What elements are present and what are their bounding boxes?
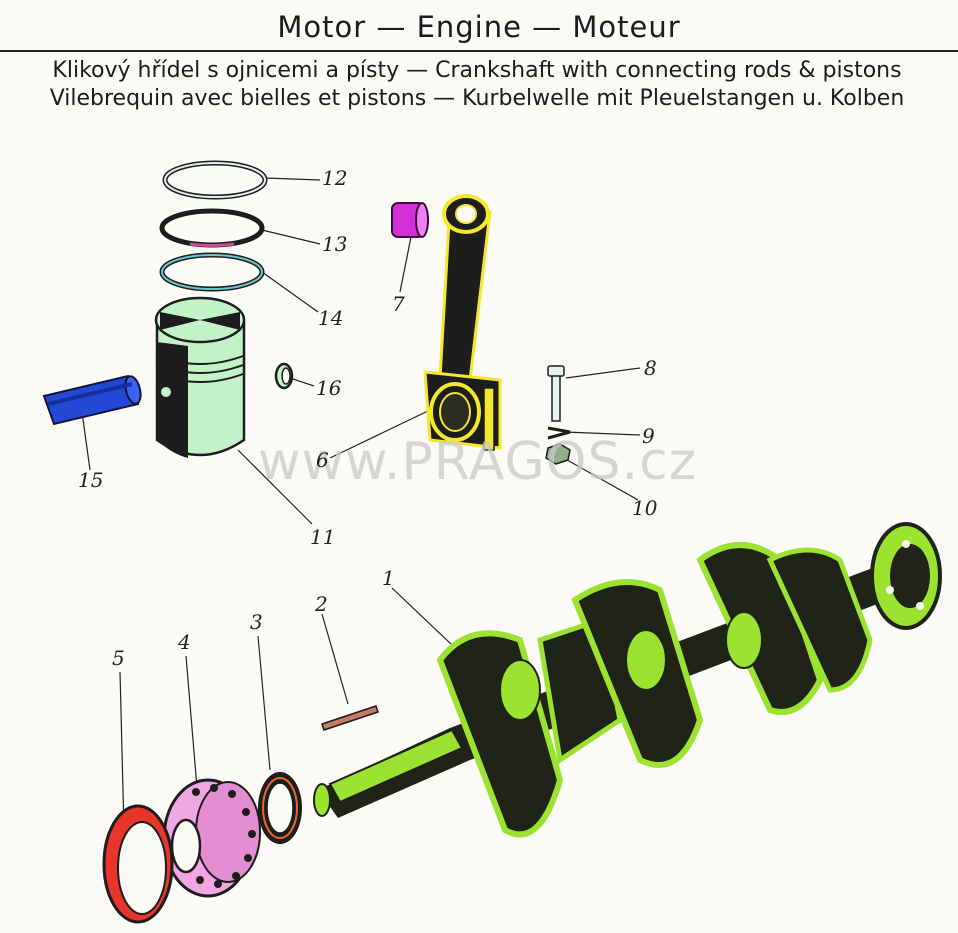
- circlip-16: [274, 362, 294, 390]
- crankshaft-1: [313, 522, 942, 838]
- lock-washer-9: [547, 426, 571, 440]
- callout-1: 1: [382, 566, 395, 590]
- header-bar: Motor — Engine — Moteur: [0, 0, 958, 52]
- callout-6: 6: [316, 448, 329, 472]
- washer-5: [102, 804, 174, 924]
- leader-10: [559, 455, 639, 501]
- leader-2: [321, 613, 349, 705]
- leader-12: [264, 177, 321, 181]
- watermark-text: www.PRAGOS.cz: [258, 432, 698, 492]
- leader-lines: [81, 177, 641, 831]
- piston-ring-14: [159, 252, 265, 292]
- callout-15: 15: [78, 468, 104, 492]
- leader-8: [565, 367, 641, 379]
- callout-11: 11: [310, 525, 336, 549]
- callout-16: 16: [316, 376, 342, 400]
- subtitle-line-1: Klikový hřídel s ojnicemi a písty — Cran…: [52, 58, 902, 83]
- piston-11: [154, 296, 246, 458]
- callout-2: 2: [315, 592, 328, 616]
- callout-13: 13: [322, 232, 348, 256]
- piston-ring-13: [159, 208, 265, 248]
- bushing-7: [391, 202, 429, 238]
- callout-14: 14: [318, 306, 344, 330]
- leader-6: [329, 409, 431, 459]
- leader-7: [399, 231, 413, 293]
- piston-ring-12: [162, 160, 268, 200]
- thrust-ring-3: [258, 772, 302, 844]
- wrist-pin-15: [42, 374, 142, 426]
- leader-14: [261, 271, 319, 313]
- leader-3: [257, 635, 271, 771]
- callout-5: 5: [112, 646, 125, 670]
- leader-9: [564, 431, 641, 436]
- leader-15: [81, 411, 91, 471]
- callout-12: 12: [322, 166, 348, 190]
- leader-4: [185, 655, 199, 801]
- leader-16: [289, 377, 315, 387]
- connecting-rod-6: [423, 194, 502, 451]
- callout-9: 9: [642, 424, 655, 448]
- callout-3: 3: [250, 610, 263, 634]
- leader-11: [237, 449, 313, 525]
- callout-10: 10: [632, 496, 658, 520]
- nut-10: [545, 443, 571, 465]
- callout-7: 7: [392, 292, 405, 316]
- callout-4: 4: [178, 630, 191, 654]
- page-title: Motor — Engine — Moteur: [277, 10, 681, 44]
- timing-gear-4: [162, 778, 261, 898]
- leader-5: [119, 671, 125, 831]
- key-2: [321, 705, 379, 731]
- leader-1: [391, 587, 453, 646]
- leader-13: [261, 229, 321, 245]
- callout-8: 8: [644, 356, 657, 380]
- subtitle-line-2: Vilebrequin avec bielles et pistons — Ku…: [49, 86, 905, 111]
- bolt-8: [547, 365, 565, 422]
